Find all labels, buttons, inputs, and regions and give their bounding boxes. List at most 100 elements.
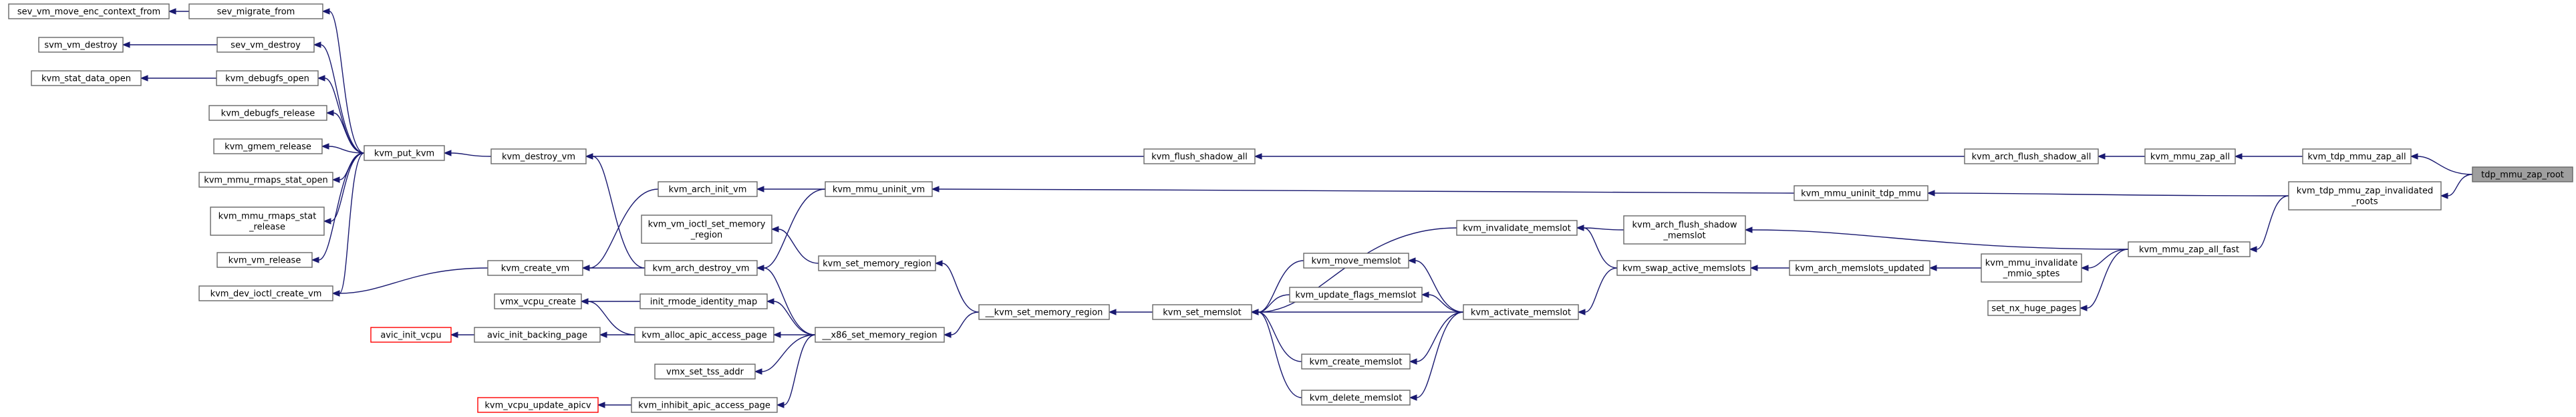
node-box[interactable] (8, 3, 170, 19)
node-kvm-flush-shadow-all[interactable]: kvm_flush_shadow_all (1143, 148, 1256, 164)
node-box[interactable] (31, 70, 142, 86)
node-kvm-arch-init-vm[interactable]: kvm_arch_init_vm (658, 181, 758, 197)
node-box[interactable] (490, 148, 587, 164)
node-box[interactable] (1463, 304, 1579, 320)
node-box[interactable] (654, 364, 756, 380)
node-kvm-destroy-vm[interactable]: kvm_destroy_vm (490, 148, 587, 164)
node-box[interactable] (639, 293, 768, 309)
node-kvm-dev-ioctl-create-vm[interactable]: kvm_dev_ioctl_create_vm (198, 285, 333, 301)
node-avic-init-vcpu[interactable]: avic_init_vcpu (370, 327, 452, 343)
node-box[interactable] (1303, 253, 1409, 269)
node-box[interactable] (474, 327, 601, 343)
node-box[interactable] (210, 206, 325, 236)
node-box[interactable] (1789, 260, 1930, 276)
node-kvm-alloc-apic-access-page[interactable]: kvm_alloc_apic_access_page (634, 327, 774, 343)
node-kvm-tdp-mmu-zap-invalidated-roots[interactable]: kvm_tdp_mmu_zap_invalidated_roots (2288, 181, 2442, 211)
node-box[interactable] (631, 397, 778, 413)
node-kvm-set-memory-region[interactable]: kvm_set_memory_region (818, 255, 936, 271)
node-box[interactable] (815, 327, 945, 343)
node-box[interactable] (644, 260, 758, 276)
node-box[interactable] (477, 397, 599, 413)
node-tdp-mmu-zap-root[interactable]: tdp_mmu_zap_root (2472, 166, 2573, 182)
node-kvm-mmu-rmaps-stat-release[interactable]: kvm_mmu_rmaps_stat_release (210, 206, 325, 236)
node-kvm-move-memslot[interactable]: kvm_move_memslot (1303, 253, 1409, 269)
node-box[interactable] (38, 37, 124, 53)
node-box[interactable] (2144, 148, 2236, 164)
node-box[interactable] (364, 145, 445, 161)
node-box[interactable] (217, 252, 313, 268)
node-kvm-delete-memslot[interactable]: kvm_delete_memslot (1301, 390, 1411, 406)
node-kvm-tdp-mmu-zap-all[interactable]: kvm_tdp_mmu_zap_all (2302, 148, 2412, 164)
node-kvm-create-vm[interactable]: kvm_create_vm (487, 260, 583, 276)
node-box[interactable] (216, 70, 319, 86)
node-kvm-invalidate-memslot[interactable]: kvm_invalidate_memslot (1456, 220, 1578, 236)
node-box[interactable] (1981, 253, 2082, 283)
node-kvm-activate-memslot[interactable]: kvm_activate_memslot (1463, 304, 1579, 320)
node-kvm-update-flags-memslot[interactable]: kvm_update_flags_memslot (1289, 287, 1423, 303)
node-avic-init-backing-page[interactable]: avic_init_backing_page (474, 327, 601, 343)
node-kvm-debugfs-release[interactable]: kvm_debugfs_release (208, 105, 327, 121)
node-vmx-vcpu-create[interactable]: vmx_vcpu_create (494, 293, 582, 309)
node-kvm-mmu-zap-all-fast[interactable]: kvm_mmu_zap_all_fast (2128, 241, 2251, 257)
node-box[interactable] (1301, 354, 1411, 370)
node-box[interactable] (641, 215, 772, 244)
node-kvm-arch-memslots-updated[interactable]: kvm_arch_memslots_updated (1789, 260, 1930, 276)
node-box[interactable] (2288, 181, 2442, 211)
node-vmx-set-tss-addr[interactable]: vmx_set_tss_addr (654, 364, 756, 380)
node-kvm-debugfs-open[interactable]: kvm_debugfs_open (216, 70, 319, 86)
node-box[interactable] (217, 37, 315, 53)
node-box[interactable] (208, 105, 327, 121)
node-box[interactable] (370, 327, 452, 343)
node-box[interactable] (1794, 185, 1928, 201)
node-box[interactable] (213, 138, 323, 154)
node-kvm-mmu-uninit-vm[interactable]: kvm_mmu_uninit_vm (825, 181, 933, 197)
node-kvm-vm-release[interactable]: kvm_vm_release (217, 252, 313, 268)
node-kvm-set-memslot[interactable]: kvm_set_memslot (1152, 304, 1252, 320)
node-kvm-gmem-release[interactable]: kvm_gmem_release (213, 138, 323, 154)
node-box[interactable] (825, 181, 933, 197)
node-kvm-stat-data-open[interactable]: kvm_stat_data_open (31, 70, 142, 86)
node-box[interactable] (188, 3, 323, 19)
node-set-nx-huge-pages[interactable]: set_nx_huge_pages (1987, 300, 2081, 316)
node-svm-vm-destroy[interactable]: svm_vm_destroy (38, 37, 124, 53)
node-box[interactable] (1616, 260, 1751, 276)
node-box[interactable] (1623, 215, 1746, 245)
node-box[interactable] (1987, 300, 2081, 316)
node-box[interactable] (818, 255, 936, 271)
node-kvm-inhibit-apic-access-page[interactable]: kvm_inhibit_apic_access_page (631, 397, 778, 413)
node-init-rmode-identity-map[interactable]: init_rmode_identity_map (639, 293, 768, 309)
node-box[interactable] (1289, 287, 1423, 303)
node-kvm-mmu-zap-all[interactable]: kvm_mmu_zap_all (2144, 148, 2236, 164)
node-kvm-create-memslot[interactable]: kvm_create_memslot (1301, 354, 1411, 370)
node-box[interactable] (1301, 390, 1411, 406)
node-box[interactable] (494, 293, 582, 309)
node-kvm-set-memory-region-internal[interactable]: __kvm_set_memory_region (978, 304, 1110, 320)
node-box[interactable] (2128, 241, 2251, 257)
node-kvm-mmu-uninit-tdp-mmu[interactable]: kvm_mmu_uninit_tdp_mmu (1794, 185, 1928, 201)
node-sev-migrate-from[interactable]: sev_migrate_from (188, 3, 323, 19)
node-kvm-vcpu-update-apicv[interactable]: kvm_vcpu_update_apicv (477, 397, 599, 413)
node-x86-set-memory-region[interactable]: __x86_set_memory_region (815, 327, 945, 343)
node-kvm-arch-destroy-vm[interactable]: kvm_arch_destroy_vm (644, 260, 758, 276)
node-box[interactable] (978, 304, 1110, 320)
node-box[interactable] (1152, 304, 1252, 320)
node-box[interactable] (1143, 148, 1256, 164)
node-box[interactable] (1964, 148, 2099, 164)
node-box[interactable] (634, 327, 774, 343)
node-box[interactable] (2302, 148, 2412, 164)
node-box[interactable] (487, 260, 583, 276)
node-kvm-arch-flush-shadow-all[interactable]: kvm_arch_flush_shadow_all (1964, 148, 2099, 164)
node-box[interactable] (658, 181, 758, 197)
node-kvm-swap-active-memslots[interactable]: kvm_swap_active_memslots (1616, 260, 1751, 276)
node-kvm-mmu-invalidate-mmio-sptes[interactable]: kvm_mmu_invalidate_mmio_sptes (1981, 253, 2082, 283)
node-box[interactable] (198, 285, 333, 301)
node-box[interactable] (198, 172, 333, 188)
node-kvm-mmu-rmaps-stat-open[interactable]: kvm_mmu_rmaps_stat_open (198, 172, 333, 188)
node-sev-vm-move-enc-context-from[interactable]: sev_vm_move_enc_context_from (8, 3, 170, 19)
node-kvm-vm-ioctl-set-memory-region[interactable]: kvm_vm_ioctl_set_memory_region (641, 215, 772, 244)
node-sev-vm-destroy[interactable]: sev_vm_destroy (217, 37, 315, 53)
node-box[interactable] (2472, 166, 2573, 182)
node-kvm-put-kvm[interactable]: kvm_put_kvm (364, 145, 445, 161)
node-kvm-arch-flush-shadow-memslot[interactable]: kvm_arch_flush_shadow_memslot (1623, 215, 1746, 245)
node-box[interactable] (1456, 220, 1578, 236)
